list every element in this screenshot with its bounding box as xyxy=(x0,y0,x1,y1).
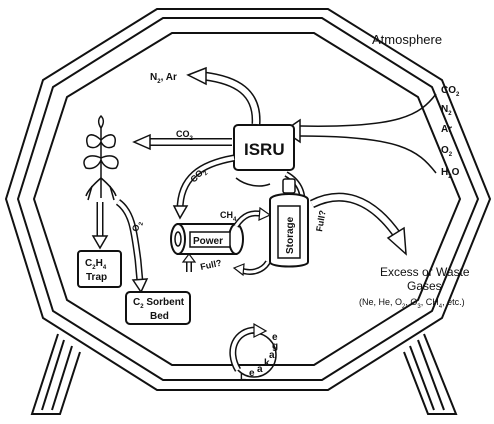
waste-title-line1: Excess or Waste xyxy=(380,265,470,279)
co2-to-plants-arrow: CO2 xyxy=(132,129,232,151)
leakage-l: L xyxy=(240,372,246,383)
atmosphere-label: Atmosphere xyxy=(372,32,442,47)
waste-title-line2: Gases xyxy=(407,279,442,293)
n2-ar-label: N2, Ar xyxy=(150,72,177,85)
isru-unit: ISRU xyxy=(233,124,295,171)
leakage-a2: a xyxy=(269,350,275,361)
o2-side-label: O2 xyxy=(130,220,145,233)
o2-side-arrow: O2 xyxy=(115,199,149,294)
habitat-walls xyxy=(4,8,492,391)
leakage-a1: a xyxy=(257,364,263,375)
atmosphere-gas-list: CO2 N2 Ar O2 H2O xyxy=(441,85,460,180)
co2-sorbent-bed: C2 Sorbent Bed xyxy=(125,291,191,325)
power-unit: Power xyxy=(170,223,244,255)
storage-tank: Storage xyxy=(269,178,309,268)
ch4-label: CH4 xyxy=(220,210,237,223)
plant-to-trap-arrow xyxy=(91,202,109,250)
support-legs xyxy=(30,333,458,415)
trap-line1: C2H4 xyxy=(85,258,107,271)
storage-label: Storage xyxy=(285,216,296,254)
full-power-label: Full? xyxy=(199,258,222,272)
leakage-swirl: L e a k a g e xyxy=(229,322,278,383)
trap-line2: Trap xyxy=(86,272,107,283)
waste-list: (Ne, He, O2, O3, CH4, etc.) xyxy=(359,297,465,310)
leakage-e1: e xyxy=(249,368,255,379)
gas-n2: N2 xyxy=(441,104,452,117)
isru-label: ISRU xyxy=(244,140,285,159)
waste-gases-text: Excess or Waste Gases (Ne, He, O2, O3, C… xyxy=(359,265,470,310)
sorbent-line2: Bed xyxy=(150,311,169,322)
gas-o2: O2 xyxy=(441,145,453,158)
leakage-k: k xyxy=(264,358,270,369)
full-storage-label: Full? xyxy=(314,209,328,232)
leakage-e2: e xyxy=(272,332,278,343)
waste-arrow xyxy=(309,192,407,256)
plant-icon xyxy=(83,114,119,201)
power-label: Power xyxy=(193,236,223,247)
c2h4-trap: C2H4 Trap xyxy=(77,250,122,288)
intake-arrow xyxy=(282,93,437,174)
ch4-arrow: CH4 xyxy=(220,206,272,228)
gas-co2: CO2 xyxy=(441,85,460,98)
gas-h2o: H2O xyxy=(441,167,460,180)
sorbent-line1: C2 Sorbent xyxy=(133,297,185,310)
co2-loop-arrow: CO2 xyxy=(172,154,235,220)
gas-ar: Ar xyxy=(441,124,452,135)
n2-ar-arrow: N2, Ar xyxy=(150,66,261,125)
power-up-arrow xyxy=(181,253,197,272)
co2-top-label: CO2 xyxy=(176,129,194,142)
leakage-g: g xyxy=(272,341,278,352)
